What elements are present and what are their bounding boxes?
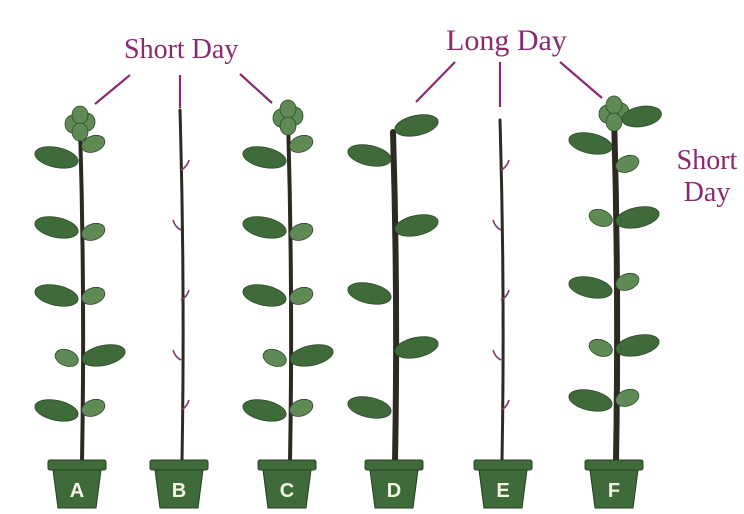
plant-d: D: [346, 111, 440, 508]
leaf: [33, 213, 80, 242]
stem: [500, 120, 503, 462]
pot-label-d: D: [387, 480, 401, 502]
leaf: [53, 346, 81, 369]
plant-f: F: [567, 96, 663, 508]
leaf: [346, 393, 393, 422]
pot-label-f: F: [608, 480, 620, 502]
bud-node: [173, 220, 181, 230]
pot-label-e: E: [496, 480, 509, 502]
leaf: [241, 213, 288, 242]
leaf: [587, 206, 615, 229]
bud-node: [173, 350, 181, 360]
plant-b: B: [150, 110, 208, 508]
bud-node: [493, 350, 501, 360]
long-day-caption: Long Day: [446, 24, 567, 58]
leaf: [614, 331, 661, 360]
flower-bud: [606, 96, 622, 114]
pot-label-c: C: [280, 480, 294, 502]
plant-a: A: [33, 106, 127, 508]
flower-bud: [280, 100, 296, 118]
pointer-c: [240, 74, 272, 103]
pot-rim: [150, 460, 208, 470]
leaf: [241, 281, 288, 310]
leaf: [393, 211, 440, 240]
pot-rim: [474, 460, 532, 470]
leaf: [261, 346, 289, 369]
pointer-a: [95, 75, 130, 104]
pointer-d: [416, 62, 455, 102]
pointer-f: [560, 62, 602, 98]
leaf: [614, 203, 661, 232]
flower-bud: [280, 117, 296, 135]
plant-c: C: [241, 100, 335, 508]
pot-rim: [365, 460, 423, 470]
leaf: [346, 279, 393, 308]
pot-label-a: A: [70, 480, 84, 502]
leaf: [567, 129, 614, 158]
pot-rim: [48, 460, 106, 470]
pot-rim: [585, 460, 643, 470]
plant-e: E: [474, 120, 532, 508]
leaf: [241, 143, 288, 172]
leaf: [33, 396, 80, 425]
leaf: [241, 396, 288, 425]
leaf: [33, 143, 80, 172]
pot-label-b: B: [172, 480, 186, 502]
leaf: [567, 273, 614, 302]
pointer-lines: [95, 62, 602, 108]
stem: [393, 132, 396, 462]
bud-node: [493, 220, 501, 230]
pot-rim: [258, 460, 316, 470]
leaf: [393, 111, 440, 140]
leaf: [587, 336, 615, 359]
side-caption-line-1: Short: [664, 145, 744, 177]
side-short-day-caption: Short Day: [664, 145, 744, 209]
leaf: [393, 333, 440, 362]
flower-bud: [606, 113, 622, 131]
plants-layer: A B C D E F: [33, 96, 663, 508]
leaf: [33, 281, 80, 310]
flower-bud: [72, 106, 88, 124]
leaf: [80, 341, 127, 370]
short-day-caption: Short Day: [124, 34, 238, 66]
leaf: [287, 132, 315, 155]
leaf: [288, 341, 335, 370]
side-caption-line-2: Day: [664, 177, 744, 209]
flower-bud: [72, 123, 88, 141]
leaf: [567, 386, 614, 415]
leaf: [346, 141, 393, 170]
